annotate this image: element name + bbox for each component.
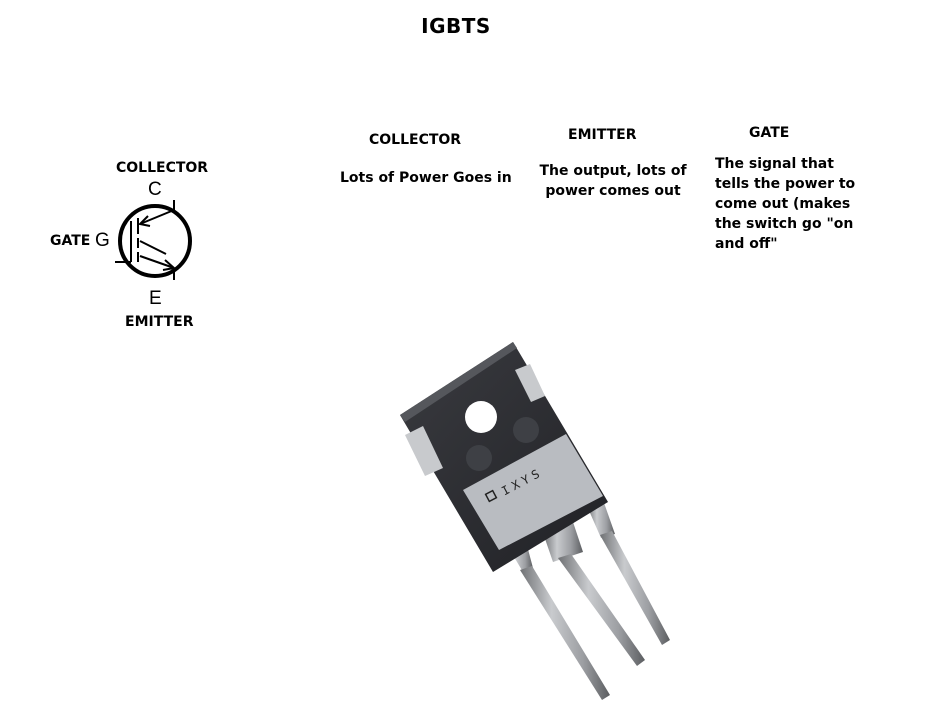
page-title: IGBTS — [421, 14, 491, 38]
gate-description: The signal that tells the power to come … — [715, 156, 856, 252]
symbol-gate-label: GATE — [50, 233, 91, 249]
collector-description: Lots of Power Goes in — [340, 170, 512, 186]
lead-right — [587, 500, 670, 645]
collector-heading: COLLECTOR — [369, 132, 462, 148]
igbt-symbol-icon — [115, 200, 192, 280]
symbol-emitter-letter: E — [149, 288, 162, 309]
symbol-emitter-label: EMITTER — [125, 314, 194, 330]
lead-left — [507, 538, 610, 700]
brand-logo-icon — [484, 489, 498, 503]
lead-middle — [543, 522, 645, 666]
symbol-collector-letter: C — [148, 179, 162, 200]
emitter-heading: EMITTER — [568, 127, 637, 143]
symbol-gate-letter: G — [95, 230, 110, 251]
gate-heading: GATE — [749, 125, 790, 141]
emitter-description: The output, lots of power comes out — [539, 163, 687, 199]
symbol-collector-label: COLLECTOR — [116, 160, 209, 176]
igbt-package-photo: IXYS — [400, 342, 670, 700]
